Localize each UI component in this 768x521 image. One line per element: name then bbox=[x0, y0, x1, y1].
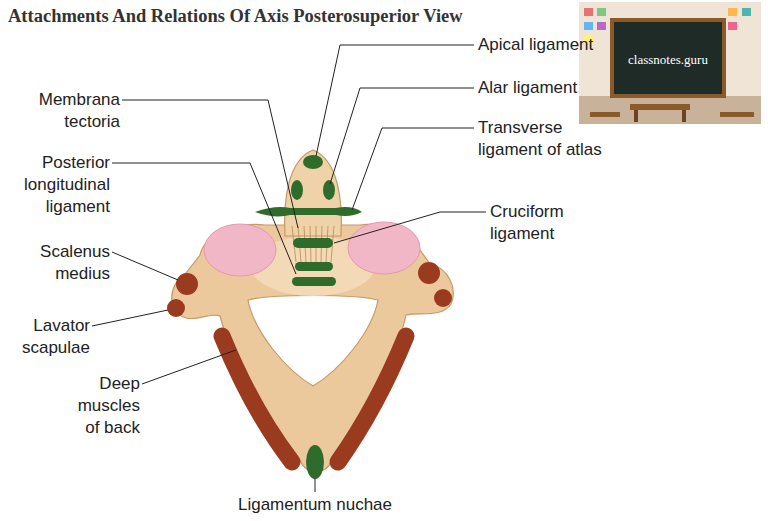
apical-ligament-attachment bbox=[303, 155, 323, 169]
blackboard bbox=[612, 20, 724, 96]
sticky-note bbox=[742, 8, 751, 16]
muscle-attachment bbox=[176, 273, 198, 295]
alar-ligament-attachment bbox=[291, 180, 303, 200]
ligamentum-nuchae-attachment bbox=[306, 445, 324, 479]
structure-label: Scalenus medius bbox=[20, 241, 110, 285]
leader-line bbox=[112, 252, 178, 280]
leader-line bbox=[334, 212, 486, 243]
leader-line bbox=[142, 350, 236, 384]
leader-line bbox=[92, 310, 168, 326]
leader-line bbox=[112, 163, 296, 274]
leader-lines bbox=[92, 45, 486, 492]
structure-label: Deep muscles of back bbox=[60, 373, 140, 439]
structure-label: Ligamentum nuchae bbox=[215, 494, 415, 516]
desk bbox=[630, 104, 690, 110]
articular-facet bbox=[204, 224, 276, 276]
muscle-attachment bbox=[418, 262, 440, 284]
membrana-tectoria-strands bbox=[292, 226, 334, 262]
sticky-note bbox=[597, 8, 606, 16]
leader-line bbox=[122, 100, 298, 228]
structure-label: Membrana tectoria bbox=[20, 89, 120, 133]
desk-leg bbox=[682, 110, 686, 122]
ligament-band bbox=[295, 262, 333, 271]
muscle-attachment bbox=[167, 299, 185, 317]
watermark-text: classnotes.guru bbox=[612, 49, 724, 71]
muscle-attachment bbox=[434, 289, 452, 307]
sticky-note bbox=[728, 22, 737, 30]
sticky-note bbox=[597, 22, 606, 30]
sticky-note bbox=[584, 22, 593, 30]
sticky-note bbox=[584, 8, 593, 16]
structure-label: Lavator scapulae bbox=[8, 315, 90, 359]
alar-ligament-attachment bbox=[323, 180, 335, 200]
leader-line bbox=[316, 45, 474, 156]
diagram-title: Attachments And Relations Of Axis Poster… bbox=[8, 6, 463, 27]
cruciform-attachment bbox=[293, 238, 333, 248]
structure-label: Posterior longitudinal ligament bbox=[10, 152, 110, 218]
muscle-band bbox=[338, 336, 406, 462]
leader-line bbox=[330, 88, 474, 184]
structure-label: Transverse ligament of atlas bbox=[478, 117, 623, 161]
desk bbox=[720, 112, 754, 117]
structure-label: Cruciform ligament bbox=[490, 201, 590, 245]
desk-leg bbox=[634, 110, 638, 122]
thumbnail-background bbox=[579, 2, 761, 124]
thumbnail-floor bbox=[579, 96, 761, 124]
desk bbox=[590, 112, 620, 117]
structure-label: Alar ligament bbox=[478, 77, 678, 99]
leader-line bbox=[315, 478, 316, 492]
leader-line bbox=[352, 128, 474, 210]
sticky-note bbox=[728, 8, 737, 16]
dens bbox=[285, 150, 342, 236]
ligament-band bbox=[292, 277, 336, 286]
muscle-band bbox=[222, 336, 292, 462]
articular-facet bbox=[348, 222, 420, 274]
